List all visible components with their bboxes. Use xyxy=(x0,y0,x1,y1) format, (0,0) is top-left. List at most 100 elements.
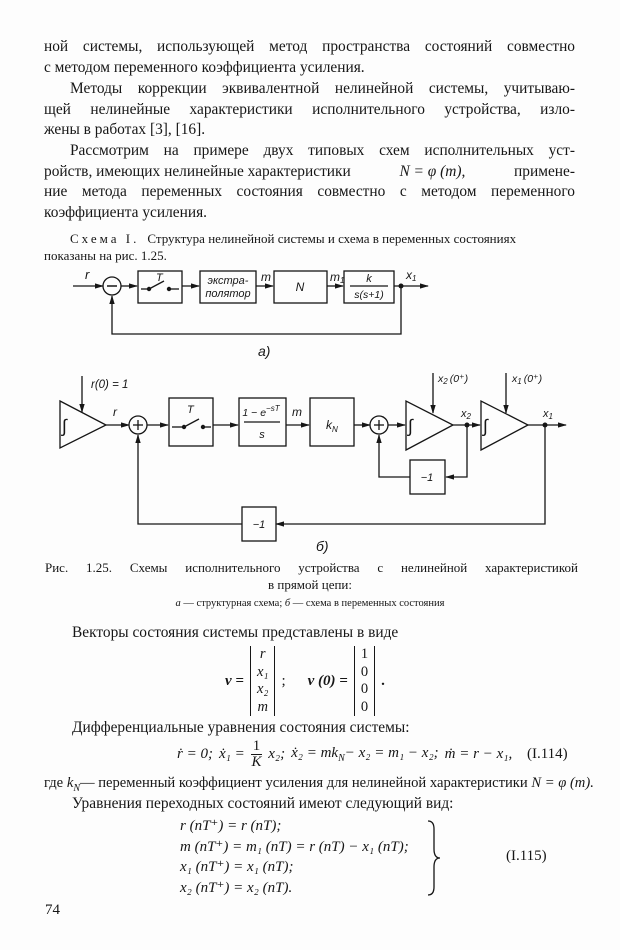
paragraph-1-line-1: ной системы, использующей метод простран… xyxy=(44,38,575,55)
fraction-numerator: 1 xyxy=(250,738,263,755)
x1-initial: x1(0⁺) xyxy=(511,373,542,386)
scheme-label: Схема I. xyxy=(70,231,140,246)
diff-eq-intro: Дифференциальные уравнения состояния сис… xyxy=(72,719,410,736)
feedback-line-a xyxy=(109,286,402,335)
x2-initial: x2(0⁺) xyxy=(437,373,468,386)
vector-entry: 0 xyxy=(360,698,369,715)
sampler-box-a xyxy=(137,270,183,304)
label-m-b: m xyxy=(292,405,302,419)
vector-entry: 1 xyxy=(360,646,369,662)
label-x1-b: x1 xyxy=(542,408,553,421)
diagram-b-label: б) xyxy=(316,538,329,554)
scheme-heading: Схема I. Структура нелинейной системы и … xyxy=(70,231,576,247)
where-prefix: где xyxy=(44,775,64,791)
vector-entry: 0 xyxy=(360,663,369,680)
eq-r: ṙ = 0; xyxy=(177,746,213,762)
eq-x1-rhs: x₂; xyxy=(268,746,286,762)
figure-caption-line-2: в прямой цепи: xyxy=(267,577,352,592)
tf-denominator: s(s+1) xyxy=(354,289,383,301)
kN-symbol: kN xyxy=(66,775,80,794)
label-m1: m1 xyxy=(330,270,344,285)
integrator-3 xyxy=(480,399,530,452)
vector-entry: x₁ xyxy=(256,663,269,680)
caption-sub-b-text: — схема в переменных состояния xyxy=(292,598,445,609)
right-brace xyxy=(427,820,441,896)
transition-equations: r (nT⁺) = r (nT); m (nT⁺) = m₁ (nT) = r … xyxy=(180,816,409,898)
vectors-intro: Векторы состояния системы представлены в… xyxy=(72,624,399,641)
diagram-a-label: а) xyxy=(258,343,270,359)
state-vector-equation: v = r x₁ x₂ m ; v (0) = 1 0 0 0 . xyxy=(225,646,385,716)
extrapolator-box xyxy=(199,270,257,304)
fraction-denominator: K xyxy=(251,754,262,770)
label-r0: r(0) = 1 xyxy=(91,379,128,391)
transition-eq-3: x₁ (nT⁺) = x₁ (nT); xyxy=(180,859,294,875)
caption-sub-a: а xyxy=(175,598,181,609)
paragraph-2-line-3: жены в работах [3], [16]. xyxy=(44,121,206,138)
integrator-2 xyxy=(405,399,455,452)
where-line: где kN— переменный коэффициент усиления … xyxy=(44,773,594,800)
gain-box xyxy=(309,397,355,447)
caption-sub-a-text: — структурная схема; xyxy=(183,598,283,609)
fraction-1-over-K: 1 K xyxy=(250,738,263,770)
diff-equations: ṙ = 0; ẋ₁ = 1 K x₂; ẋ₂ = mkN− x₂ = m₁ − … xyxy=(177,739,512,770)
v0-label: v (0) = xyxy=(307,672,348,689)
paragraph-3-line-2-text-a: ройств, имеющих нелинейные характеристик… xyxy=(44,163,351,180)
label-T: T xyxy=(156,272,164,284)
paragraph-2-line-2: щей нелинейные характеристики исполнител… xyxy=(44,101,575,118)
integrator-1-symbol: ∫ xyxy=(60,416,68,436)
hold-box xyxy=(238,397,287,447)
transfer-function-box xyxy=(343,270,395,304)
outer-feedback-label: −1 xyxy=(253,519,266,531)
paragraph-3-line-2-text-b: примене- xyxy=(514,163,575,180)
equation-number-114: (I.114) xyxy=(527,746,568,762)
state-vector: r x₁ x₂ m xyxy=(249,646,276,716)
paragraph-3-line-2: ройств, имеющих нелинейные характеристик… xyxy=(44,162,575,183)
figure-caption-line-1: Рис. 1.25. Схемы исполнительного устройс… xyxy=(45,560,578,575)
figure-caption-sub: а — структурная схема; б — схема в перем… xyxy=(0,597,620,610)
vector-entry: m xyxy=(257,698,268,715)
vector-separator: ; xyxy=(281,672,286,689)
label-m: m xyxy=(261,270,271,284)
equation-number-115: (I.115) xyxy=(506,848,547,864)
label-r: r xyxy=(85,267,90,282)
vector-entry: r xyxy=(259,646,266,662)
v-label: v = xyxy=(225,672,244,689)
scheme-line-2: показаны на рис. 1.25. xyxy=(44,248,167,263)
transitions-intro: Уравнения переходных состояний имеют сле… xyxy=(72,795,454,812)
label-x2: x2 xyxy=(460,408,472,421)
diagram-a: r T экстра- полятор m N m1 k s(s+1) x1 а… xyxy=(73,267,429,359)
diagram-b: r(0) = 1 ∫ r T 1 − e−sT s m kN x2(0⁺) x1… xyxy=(59,373,567,554)
extrapolator-line-1: экстра- xyxy=(208,275,249,287)
where-text: — переменный коэффициент усиления для не… xyxy=(79,775,528,791)
transition-eq-2: m (nT⁺) = m₁ (nT) = r (nT) − x₁ (nT); xyxy=(180,838,409,855)
transition-eq-1: r (nT⁺) = r (nT); xyxy=(180,818,282,834)
initial-vector: 1 0 0 0 xyxy=(353,646,376,716)
tf-numerator: k xyxy=(366,273,372,285)
transition-eq-4: x₂ (nT⁺) = x₂ (nT). xyxy=(180,879,293,896)
junction-dot xyxy=(398,283,404,289)
inner-feedback-label: −1 xyxy=(421,472,434,484)
page-number: 74 xyxy=(45,902,60,918)
paragraph-3-math: N = φ (m), xyxy=(399,163,466,180)
gain-label: kN xyxy=(326,418,338,434)
where-math: N = φ (m). xyxy=(531,775,594,791)
paragraph-3-line-1: Рассмотрим на примере двух типовых схем … xyxy=(70,142,575,159)
extrapolator-line-2: полятор xyxy=(205,288,250,300)
integrator-2-symbol: ∫ xyxy=(406,416,414,436)
label-x1: x1 xyxy=(405,268,416,283)
integrator-1 xyxy=(59,399,108,450)
integrator-3-symbol: ∫ xyxy=(481,416,489,436)
label-T-b: T xyxy=(187,404,195,416)
paragraph-2-line-1: Методы коррекции эквивалентной нелинейно… xyxy=(70,80,575,97)
sampler-box-b xyxy=(168,397,214,447)
scheme-line-1: Структура нелинейной системы и схема в п… xyxy=(147,231,517,246)
eq-x2: ẋ₂ = mkN− x₂ = m₁ − x₂; xyxy=(291,745,439,764)
eq-m: ṁ = r − x₁, xyxy=(444,746,513,762)
switch-contact xyxy=(146,286,152,292)
eq-x1-lhs: ẋ₁ = xyxy=(218,746,245,762)
hold-numerator: 1 − e−sT xyxy=(242,404,280,419)
vector-end: . xyxy=(381,672,385,689)
vector-entry: x₂ xyxy=(256,681,269,697)
hold-denominator: s xyxy=(259,429,265,441)
vector-entry: 0 xyxy=(360,681,369,697)
